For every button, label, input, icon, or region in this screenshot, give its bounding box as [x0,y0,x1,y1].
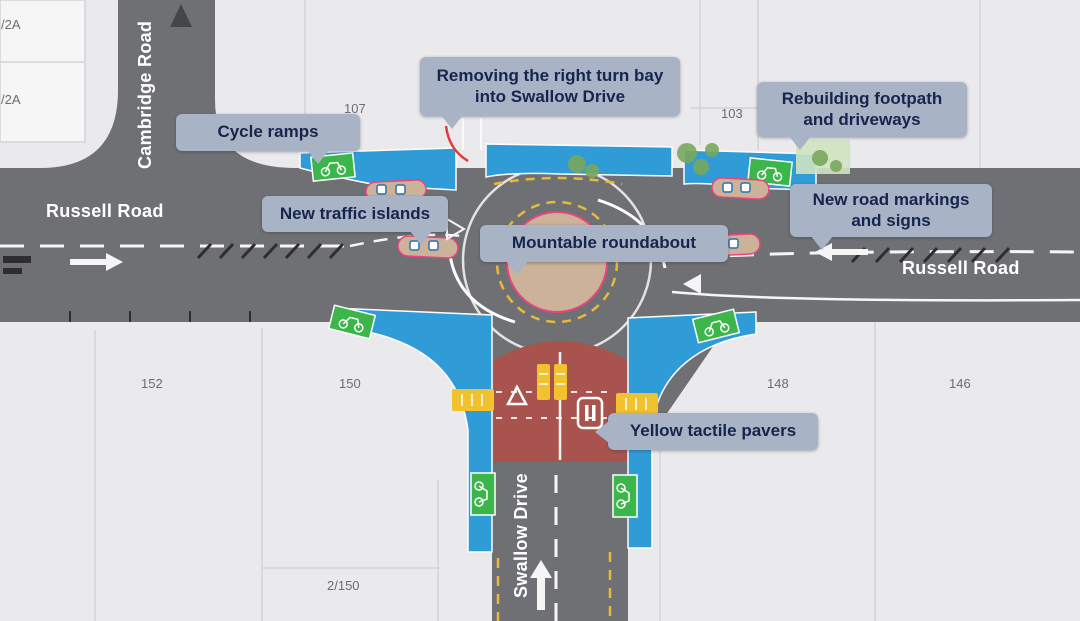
road-label-cambridge: Cambridge Road [135,20,155,170]
callout-tail [506,261,528,275]
cycle-ramp [612,474,638,518]
lane-arrow-west [70,253,123,271]
callout-tail [595,421,609,443]
callout-text: Mountable roundabout [511,233,697,253]
callout-cycle-ramps: Cycle ramps [176,114,360,164]
road-label-swallow: Swallow Drive [511,473,531,599]
holding-line-north [493,176,623,186]
callout-road-markings: New road markings and signs [790,184,992,250]
callout-text: Removing the right turn bay into Swallow… [436,65,664,106]
callout-rebuilding-footpath: Rebuilding footpath and driveways [757,82,967,150]
road-label-russell-west: Russell Road [46,201,164,221]
parcel-label: 2/150 [327,578,360,593]
tactile-paver-median-2 [554,364,567,400]
platform-symbol-box [576,396,604,430]
callout-tactile-pavers: Yellow tactile pavers [595,413,818,450]
callout-text: Rebuilding footpath and driveways [781,88,943,129]
platform-giveway-triangle [505,384,529,406]
bike-icon [616,483,630,509]
swallow-lane-arrow [530,560,552,610]
callout-removing-turn-bay: Removing the right turn bay into Swallow… [420,57,680,129]
callout-text: New traffic islands [279,203,431,223]
parcel-label: 103 [721,106,743,121]
parcel-boundaries [94,0,981,621]
bus-markings [3,256,31,274]
parcel-label: 148 [767,376,789,391]
kerb-ticks [69,311,251,322]
removed-kerb-line [444,125,469,163]
platform-symbol-bar-1 [585,405,589,421]
parcel-label: 152 [141,376,163,391]
cycle-ramp [470,472,496,516]
cycle-ramp [327,304,377,340]
bike-icon [474,481,488,507]
tactile-paver-west [452,389,494,411]
bike-icon [756,166,783,182]
callout-tail [789,136,811,150]
bike-icon [338,316,364,333]
callout-text: New road markings and signs [812,189,970,230]
parcel-label: /2A [1,17,21,32]
circulating-arrow-sw [448,254,516,324]
cambridge-road-surface [40,0,295,168]
tactile-paver-east [616,393,658,415]
driveway-lines [462,118,482,150]
callout-tail [410,231,432,245]
bike-icon [704,320,730,337]
north-arrow-icon [170,4,192,27]
raised-platform [494,341,628,462]
callout-text: Cycle ramps [217,122,319,142]
tactile-paver-median-1 [537,364,550,400]
parcel-label: 107 [344,101,366,116]
callout-tail [441,115,463,129]
buildout-south-east [627,311,757,549]
tactile-dots [461,373,647,410]
road-label-russell-east: Russell Road [902,258,1020,278]
callout-text: Yellow tactile pavers [629,421,797,441]
platform-symbol-bar-2 [592,405,596,421]
callout-mountable-roundabout: Mountable roundabout [480,225,728,275]
mountable-apron-ring [495,200,619,324]
parcel-label: /2A [1,92,21,107]
callout-traffic-islands: New traffic islands [262,196,448,245]
giveway-east [683,274,701,294]
cycle-ramp [747,157,793,187]
parcel-label: 150 [339,376,361,391]
corner-parcel [0,0,86,143]
callout-tail [811,236,833,250]
parcel-label: 146 [949,376,971,391]
bike-icon [320,161,347,177]
cycle-ramp [691,308,741,344]
callout-tail [307,150,329,164]
median-hatching [196,242,1011,264]
